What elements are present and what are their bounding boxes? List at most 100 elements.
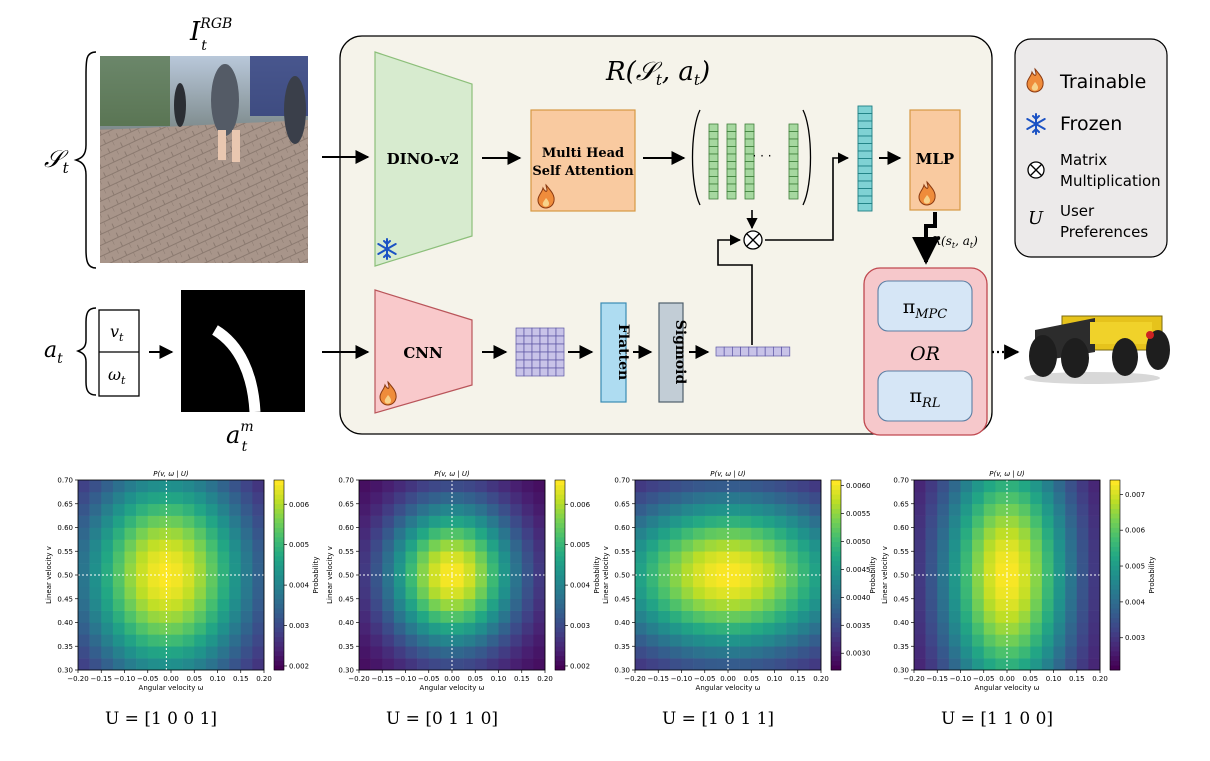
colorbar-segment [831, 632, 841, 638]
heatmap-cell [510, 515, 523, 528]
colorbar-tick-label: 0.006 [570, 501, 591, 509]
heatmap-cell [89, 515, 102, 528]
heatmap-cell [533, 610, 546, 623]
x-tick-label: 0.15 [790, 675, 806, 683]
colorbar-segment [1110, 617, 1120, 623]
heatmap-cell [359, 491, 371, 505]
heatmap-cell [521, 491, 534, 505]
heatmap-cell [124, 563, 137, 576]
colorbar-segment [274, 651, 284, 657]
colorbar-segment [555, 499, 565, 505]
heatmap-cell [937, 575, 950, 588]
heatmap-cell [252, 646, 265, 659]
heatmap-cell [681, 658, 694, 671]
heatmap-cell [463, 515, 476, 528]
heatmap-cell [475, 527, 488, 540]
heatmap-cell [101, 575, 114, 588]
colorbar-segment [1110, 575, 1120, 581]
heatmap-cell [1018, 575, 1031, 588]
heatmap-cell [914, 646, 926, 659]
heatmap-cell [786, 586, 799, 600]
heatmap-cell [1065, 610, 1078, 623]
heatmap-cell [948, 586, 961, 600]
heatmap-cell [229, 634, 242, 647]
heatmap-cell [182, 539, 195, 552]
heatmap-cell [498, 551, 511, 564]
heatmap-cell [925, 503, 938, 516]
token-cell [788, 131, 799, 140]
heatmap-cell [948, 575, 961, 588]
colorbar-segment [274, 541, 284, 547]
heatmap-cell [1053, 551, 1066, 564]
colorbar-segment [831, 617, 841, 623]
heatmap-cell [359, 515, 371, 528]
heatmap-cell [217, 503, 230, 516]
y-tick-label: 0.40 [614, 619, 630, 627]
feature-map-cell [555, 367, 565, 377]
action-vector-box [98, 309, 140, 397]
heatmap-cell [995, 491, 1008, 505]
y-tick-label: 0.70 [614, 477, 630, 485]
x-axis-label: Angular velocity ω [975, 684, 1040, 692]
colorbar-segment [1110, 508, 1120, 514]
heatmap-cell [751, 491, 764, 505]
token-cell [726, 191, 737, 200]
heatmap-cell [1088, 480, 1101, 493]
heatmap-cell [635, 480, 647, 493]
heatmap-cell [1018, 491, 1031, 505]
heatmap-cell [112, 586, 125, 600]
heatmap-cell [252, 622, 265, 635]
heatmap-cell [393, 503, 406, 516]
heatmap-cell [147, 575, 160, 588]
heatmap-cell [533, 658, 546, 671]
heatmap-cell [205, 610, 218, 623]
heatmap-cell [983, 527, 996, 540]
heatmap-cell [359, 503, 371, 516]
colorbar-tick-label: 0.0040 [846, 594, 871, 602]
heatmap-cell [925, 491, 938, 505]
heatmap-cell [382, 622, 395, 635]
heatmap-cell [1018, 551, 1031, 564]
heatmap-cell [182, 480, 195, 493]
heatmap-cell [240, 503, 253, 516]
heatmap-cell [440, 598, 453, 611]
heatmap-cell [78, 491, 90, 505]
colorbar-segment [1110, 594, 1120, 600]
heatmap-cell [89, 598, 102, 611]
heatmap-cell [217, 491, 230, 505]
heatmap-cell [693, 586, 706, 600]
heatmap-cell [171, 539, 183, 552]
heatmap-cell [751, 598, 764, 611]
colorbar-segment [831, 522, 841, 528]
token-cell [788, 168, 799, 177]
colorbar-segment [555, 622, 565, 628]
heatmap-cell [89, 527, 102, 540]
heatmap-title: P(v, ω | U) [434, 470, 470, 478]
heatmap-cell [124, 551, 137, 564]
heatmap-cell [112, 503, 125, 516]
heatmap-cell [1076, 610, 1089, 623]
colorbar-segment [1110, 518, 1120, 524]
heatmap-cell [797, 646, 810, 659]
colorbar-segment [831, 584, 841, 590]
token-cell [708, 131, 719, 140]
action-weight-vector [715, 346, 791, 357]
heatmap-cell [646, 610, 659, 623]
heatmap-cell [693, 658, 706, 671]
x-tick-label: −0.05 [973, 675, 994, 683]
heatmap-cell [716, 527, 729, 540]
heatmap-cell [147, 598, 160, 611]
heatmap-cell [194, 610, 207, 623]
heatmap-cell [739, 491, 752, 505]
feature-map-cell [547, 335, 557, 345]
heatmap-cell [382, 480, 395, 493]
heatmap-cell [948, 551, 961, 564]
heatmap-cell [229, 658, 242, 671]
heatmap-cell [428, 527, 441, 540]
y-tick-label: 0.45 [893, 595, 909, 603]
heatmap-cell [972, 539, 985, 552]
feature-cell [857, 128, 873, 137]
heatmap-cell [646, 515, 659, 528]
